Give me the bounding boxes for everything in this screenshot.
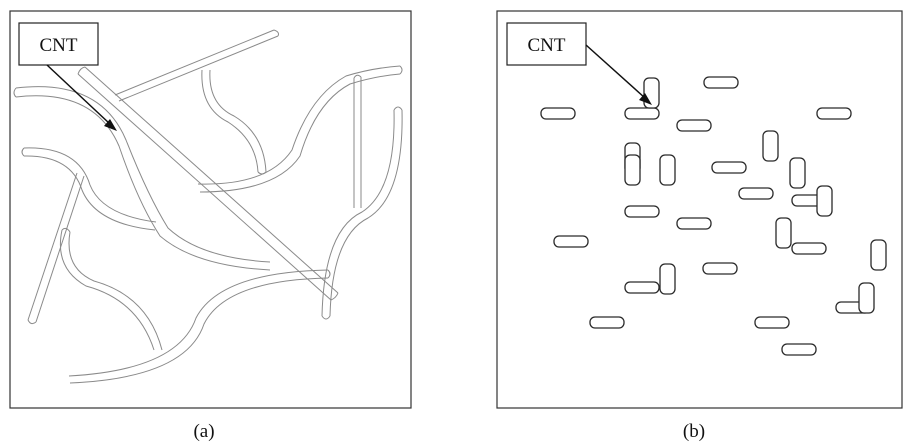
cnt-arrow <box>46 64 111 125</box>
cnt-tube <box>118 35 279 102</box>
cnt-tube <box>23 155 156 231</box>
cnt-label-box <box>18 22 99 66</box>
cnt-label: CNT <box>528 35 566 56</box>
short-cnt-rod <box>816 107 852 120</box>
cnt-tube <box>69 277 329 384</box>
panel-b-caption: (b) <box>683 421 705 442</box>
cnt-tube <box>27 319 37 325</box>
cnt-tube <box>321 109 395 317</box>
panel-a-caption: (a) <box>193 421 214 442</box>
short-cnt-rod <box>540 107 576 120</box>
cnt-tube <box>68 269 329 377</box>
panel-a-nanotubes <box>13 29 403 384</box>
short-cnt-rod <box>589 316 625 329</box>
cnt-tube <box>327 269 331 279</box>
short-cnt-rod <box>816 185 833 217</box>
cnt-arrow <box>585 44 646 99</box>
short-cnt-rod <box>676 119 712 132</box>
cnt-tube <box>15 95 271 271</box>
short-cnt-rod <box>676 217 712 230</box>
short-cnt-rod <box>643 77 660 109</box>
cnt-label-box <box>506 22 587 66</box>
cnt-tube <box>21 147 25 157</box>
panel-b-cnt-callout: CNT <box>506 22 652 105</box>
cnt-label: CNT <box>40 35 78 56</box>
panel-b-frame <box>496 10 903 409</box>
short-cnt-rod <box>624 107 660 120</box>
panel-a: CNT (a) <box>9 10 412 442</box>
panel-b-nanotubes <box>540 76 887 356</box>
cnt-tube <box>35 175 85 323</box>
short-cnt-rod <box>624 205 660 218</box>
cnt-tube <box>59 229 155 351</box>
cnt-tube <box>393 106 403 111</box>
cnt-tube <box>13 87 17 98</box>
panel-a-cnt-callout: CNT <box>18 22 117 131</box>
short-cnt-rod <box>702 262 738 275</box>
cnt-arrowhead <box>639 93 652 105</box>
panel-b: CNT (b) <box>496 10 903 442</box>
short-cnt-rod <box>791 242 827 255</box>
cnt-tube <box>15 86 271 263</box>
cnt-tube <box>209 69 267 173</box>
cnt-tube <box>199 73 401 193</box>
short-cnt-rod <box>738 187 774 200</box>
short-cnt-rod <box>624 154 641 186</box>
cnt-tube <box>321 315 331 320</box>
short-cnt-rod <box>711 161 747 174</box>
cnt-tube <box>201 69 259 173</box>
cnt-tube <box>399 65 403 75</box>
short-cnt-rod <box>659 154 676 186</box>
cnt-tube <box>330 292 339 301</box>
short-cnt-rod <box>659 263 676 295</box>
short-cnt-rod <box>870 239 887 271</box>
short-cnt-rod <box>789 157 806 189</box>
cnt-tube <box>273 29 279 37</box>
short-cnt-rod <box>858 282 875 314</box>
cnt-tube <box>27 172 78 321</box>
cnt-tube <box>61 227 71 233</box>
cnt-arrowhead <box>104 119 117 131</box>
cnt-tube <box>353 74 362 79</box>
panel-a-frame <box>9 10 412 409</box>
cnt-tube <box>77 66 86 75</box>
short-cnt-rod <box>624 281 660 294</box>
short-cnt-rod <box>553 235 589 248</box>
short-cnt-rod <box>775 217 792 249</box>
short-cnt-rod <box>781 343 817 356</box>
cnt-tube <box>23 147 157 223</box>
short-cnt-rod <box>754 316 790 329</box>
cnt-tube <box>329 109 403 317</box>
cnt-tube <box>197 65 401 185</box>
cnt-tube <box>77 73 332 301</box>
short-cnt-rod <box>762 130 779 162</box>
cnt-tube <box>68 231 163 351</box>
cnt-tube <box>114 29 275 96</box>
cnt-tube <box>84 66 339 294</box>
short-cnt-rod <box>703 76 739 89</box>
